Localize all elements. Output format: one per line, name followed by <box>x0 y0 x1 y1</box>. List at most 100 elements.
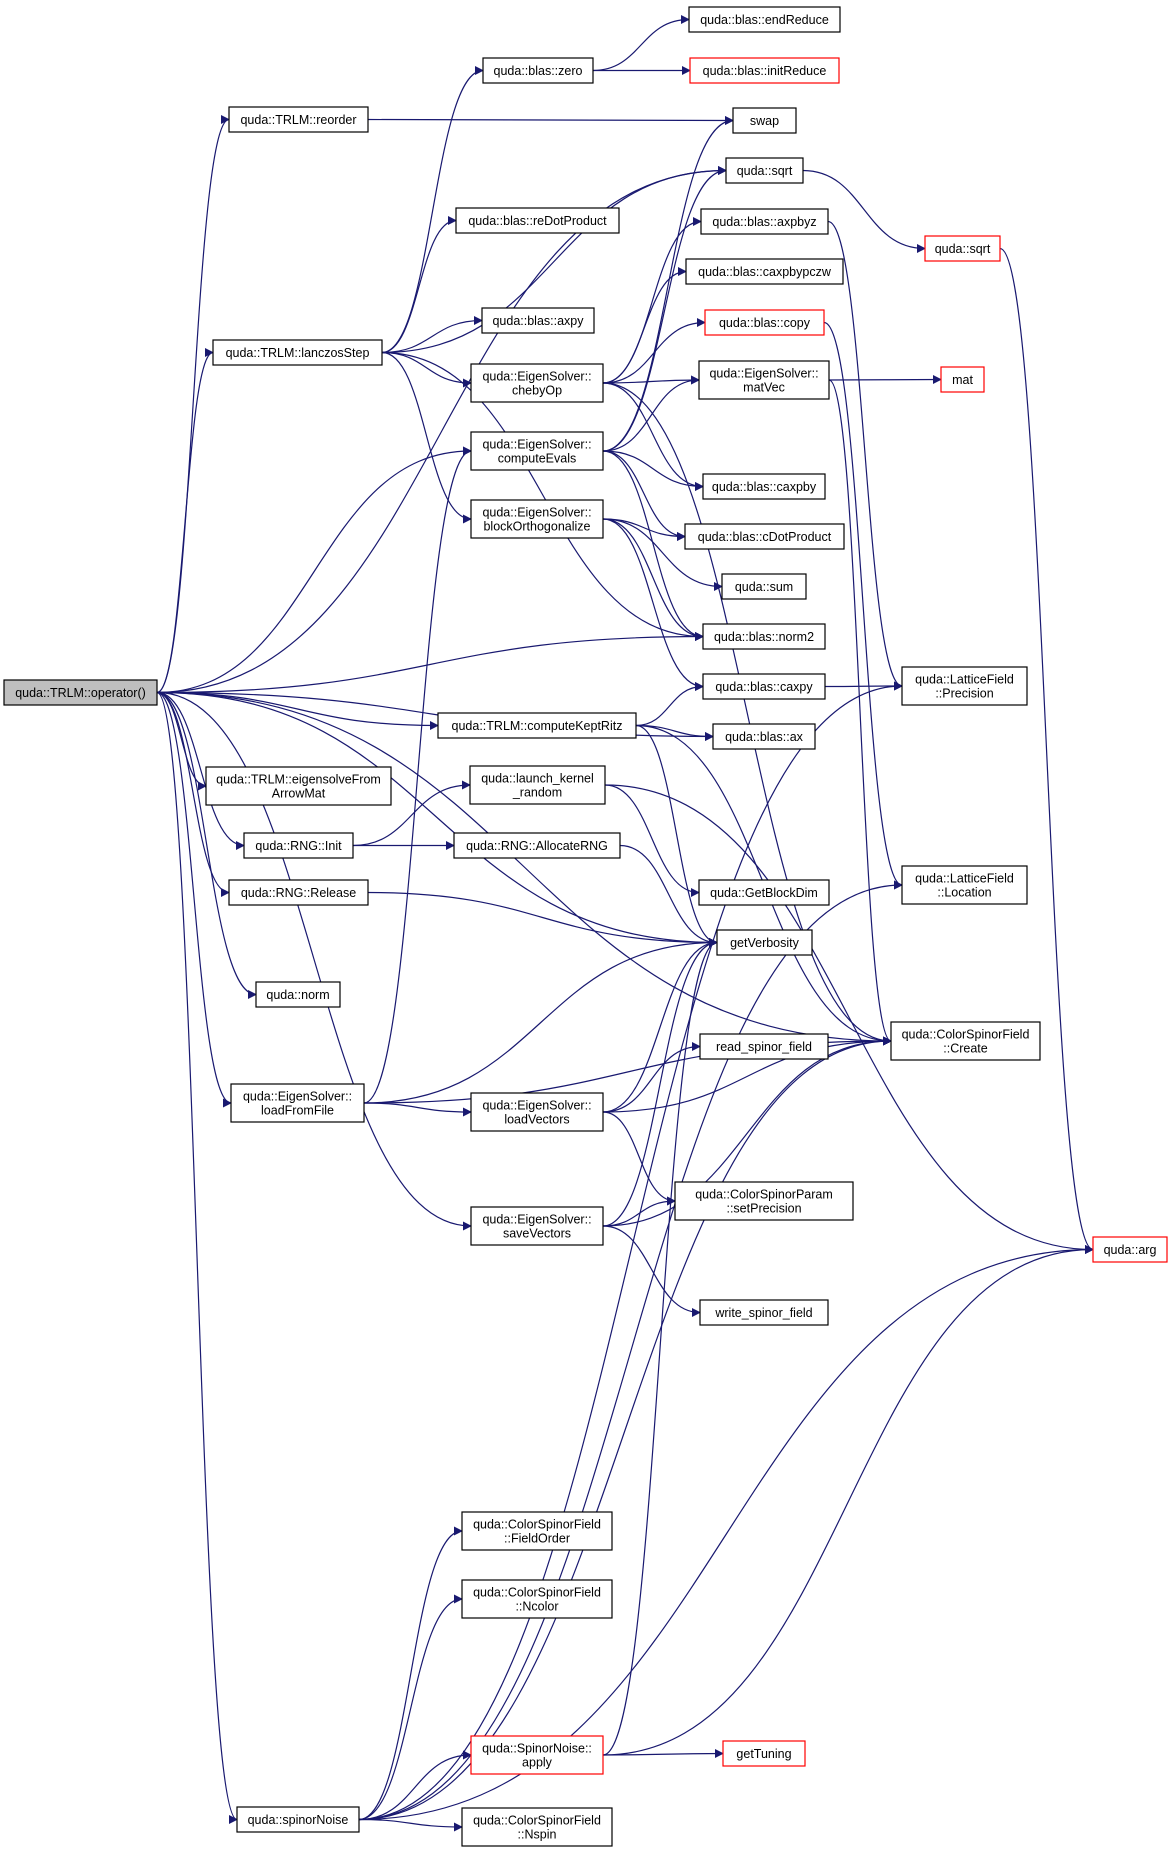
node-re-dot-product[interactable]: quda::blas::reDotProduct <box>455 207 620 234</box>
edge-path <box>381 166 727 354</box>
node-label: quda::TRLM::computeKeptRitz <box>452 719 623 733</box>
node-mat[interactable]: mat <box>940 366 985 393</box>
node-box <box>716 929 813 956</box>
node-blas-copy[interactable]: quda::blas::copy <box>704 309 825 336</box>
node-blas-axpy[interactable]: quda::blas::axpy <box>481 307 595 334</box>
node-load-from-file[interactable]: quda::EigenSolver::loadFromFile <box>230 1083 365 1123</box>
node-axpbyz[interactable]: quda::blas::axpbyz <box>700 208 829 235</box>
node-caxpy[interactable]: quda::blas::caxpy <box>702 673 826 700</box>
node-get-verbosity[interactable]: getVerbosity <box>716 929 813 956</box>
node-rng-release[interactable]: quda::RNG::Release <box>228 879 369 906</box>
edge-spinor-noise-to-csf-create <box>358 1036 892 1821</box>
node-box <box>212 339 383 366</box>
node-launch-kernel[interactable]: quda::launch_kernel_random <box>469 765 606 805</box>
node-load-vectors[interactable]: quda::EigenSolver::loadVectors <box>470 1092 604 1132</box>
node-compute-kept-ritz[interactable]: quda::TRLM::computeKeptRitz <box>437 712 637 739</box>
node-blas-ax[interactable]: quda::blas::ax <box>712 723 816 750</box>
edge-load-from-file-to-load-vectors <box>363 1102 472 1117</box>
node-csf-create[interactable]: quda::ColorSpinorField::Create <box>890 1021 1041 1061</box>
node-label: quda::blas::norm2 <box>714 630 814 644</box>
node-set-precision[interactable]: quda::ColorSpinorParam::setPrecision <box>674 1181 854 1221</box>
node-box <box>699 1299 829 1326</box>
edge-load-from-file-to-get-verbosity <box>363 938 718 1104</box>
node-label: quda::blas::cDotProduct <box>698 530 832 544</box>
node-c-dot-product[interactable]: quda::blas::cDotProduct <box>684 523 845 550</box>
edge-path <box>367 891 718 947</box>
node-qsqrt2[interactable]: quda::sqrt <box>924 235 1001 262</box>
node-operator[interactable]: quda::TRLM::operator() <box>3 679 158 706</box>
node-reorder[interactable]: quda::TRLM::reorder <box>228 106 369 133</box>
node-label: read_spinor_field <box>716 1040 812 1054</box>
node-qsum[interactable]: quda::sum <box>721 573 807 600</box>
edge-lanczos-step-to-qsqrt1 <box>381 166 727 354</box>
node-label: quda::blas::caxpbypczw <box>698 265 832 279</box>
node-norm2[interactable]: quda::blas::norm2 <box>702 623 826 650</box>
edge-path <box>602 1036 892 1227</box>
node-block-ortho[interactable]: quda::EigenSolver::blockOrthogonalize <box>470 499 604 539</box>
node-lanczos-step[interactable]: quda::TRLM::lanczosStep <box>212 339 383 366</box>
node-spinor-noise-apply[interactable]: quda::SpinorNoise::apply <box>470 1735 604 1775</box>
node-end-reduce[interactable]: quda::blas::endReduce <box>688 6 841 33</box>
node-lf-location[interactable]: quda::LatticeField::Location <box>901 865 1028 905</box>
node-label: quda::blas::initReduce <box>703 64 827 78</box>
node-cheby-op[interactable]: quda::EigenSolver::chebyOp <box>470 363 604 403</box>
node-box <box>228 106 369 133</box>
edge-path <box>602 938 718 1227</box>
node-lf-precision[interactable]: quda::LatticeField::Precision <box>901 666 1028 706</box>
node-caxpby[interactable]: quda::blas::caxpby <box>702 473 826 500</box>
edge-load-vectors-to-csf-create <box>602 1036 892 1113</box>
node-label: quda::ColorSpinorField <box>473 1814 601 1828</box>
node-box <box>890 1021 1041 1061</box>
node-label: getVerbosity <box>730 936 800 950</box>
node-layer: quda::TRLM::operator() quda::TRLM::reorde… <box>3 6 1168 1847</box>
node-ncolor[interactable]: quda::ColorSpinorField::Ncolor <box>461 1579 613 1619</box>
node-rng-init[interactable]: quda::RNG::Init <box>243 832 354 859</box>
node-write-spinor[interactable]: write_spinor_field <box>699 1299 829 1326</box>
node-box <box>689 57 840 84</box>
edge-blas-copy-to-lf-location <box>823 321 903 890</box>
node-box <box>699 1033 829 1060</box>
edge-spinor-noise-to-lf-precision <box>358 681 903 1821</box>
node-qarg[interactable]: quda::arg <box>1092 1236 1168 1263</box>
node-read-spinor[interactable]: read_spinor_field <box>699 1033 829 1060</box>
edge-path <box>604 784 700 897</box>
node-label: quda::blas::axpy <box>492 314 584 328</box>
node-label: quda::ColorSpinorField <box>473 1518 601 1532</box>
node-nspin[interactable]: quda::ColorSpinorField::Nspin <box>461 1807 613 1847</box>
node-box <box>205 766 392 806</box>
node-box <box>698 879 830 906</box>
node-box <box>924 235 1001 262</box>
node-get-tuning[interactable]: getTuning <box>722 1740 806 1767</box>
node-label: blockOrthogonalize <box>483 520 590 534</box>
node-swap[interactable]: swap <box>732 107 797 134</box>
node-label: matVec <box>743 381 785 395</box>
edge-path <box>156 691 230 897</box>
edge-path <box>156 691 238 1824</box>
node-label: ArrowMat <box>272 787 326 801</box>
node-label: ::FieldOrder <box>504 1532 570 1546</box>
edge-path <box>602 217 702 384</box>
node-qsqrt1[interactable]: quda::sqrt <box>725 157 804 184</box>
node-box <box>1092 1236 1168 1263</box>
node-init-reduce[interactable]: quda::blas::initReduce <box>689 57 840 84</box>
node-get-block-dim[interactable]: quda::GetBlockDim <box>698 879 830 906</box>
node-compute-evals[interactable]: quda::EigenSolver::computeEvals <box>470 431 604 471</box>
node-mat-vec[interactable]: quda::EigenSolver::matVec <box>698 360 830 400</box>
node-box <box>255 981 341 1008</box>
node-box <box>470 1206 604 1246</box>
edge-operator-to-norm2 <box>156 632 704 694</box>
edge-operator-to-get-verbosity <box>156 691 718 947</box>
edge-save-vectors-to-get-verbosity <box>602 938 718 1227</box>
edge-load-from-file-to-compute-evals <box>363 446 472 1104</box>
edge-reorder-to-swap <box>367 115 734 125</box>
node-save-vectors[interactable]: quda::EigenSolver::saveVectors <box>470 1206 604 1246</box>
node-label: quda::blas::zero <box>494 64 583 78</box>
node-field-order[interactable]: quda::ColorSpinorField::FieldOrder <box>461 1511 613 1551</box>
node-qnorm[interactable]: quda::norm <box>255 981 341 1008</box>
node-blas-zero[interactable]: quda::blas::zero <box>482 57 594 84</box>
node-alloc-rng[interactable]: quda::RNG::AllocateRNG <box>453 832 621 859</box>
node-caxpbypczw[interactable]: quda::blas::caxpbypczw <box>685 258 844 285</box>
edge-launch-kernel-to-qarg <box>604 784 1094 1254</box>
node-spinor-noise[interactable]: quda::spinorNoise <box>236 1806 360 1833</box>
